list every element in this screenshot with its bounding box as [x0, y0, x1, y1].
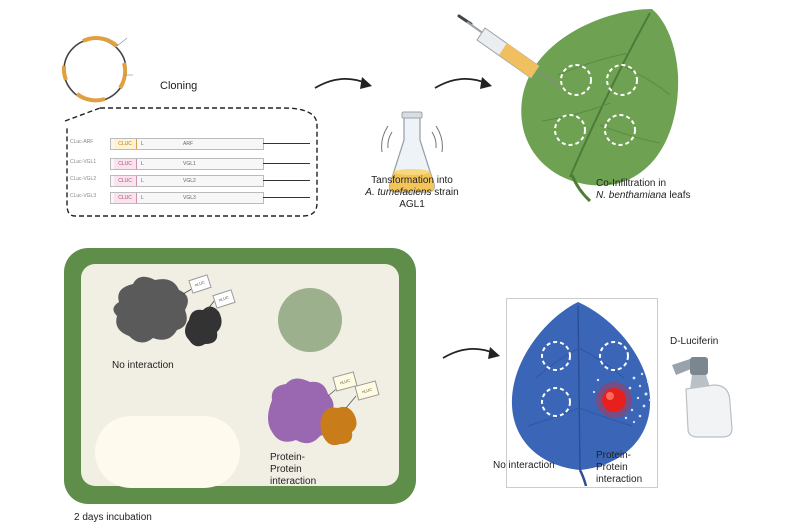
transformation-line1: Tansformation into — [371, 175, 453, 186]
gene-label: ARF — [183, 141, 193, 147]
green-disc — [278, 288, 342, 352]
gene-label: VGL3 — [183, 195, 196, 201]
construct-line — [263, 163, 310, 164]
construct-row: CLuc-VGL3 CLUC L VGL3 — [70, 192, 310, 204]
construct-line — [263, 143, 310, 144]
transformation-line2: A. tumefaciens strain AGL1 — [352, 187, 472, 211]
construct-row-label: CLuc-VGL3 — [70, 193, 97, 199]
linker-label: L — [141, 195, 144, 201]
arrow-icon — [314, 77, 372, 89]
cloning-label: Cloning — [160, 80, 198, 92]
result-interaction-line2: Protein — [596, 462, 628, 473]
construct-bar: CLUC L VGL1 — [110, 158, 264, 170]
construct-row: CLuc-VGL2 CLUC L VGL2 — [70, 175, 310, 187]
plasmid-diagram — [61, 36, 133, 103]
construct-line — [263, 197, 310, 198]
protein-interaction-line2: Protein — [270, 464, 302, 475]
construct-bar: CLUC L VGL2 — [110, 175, 264, 187]
result-interaction-line3: interaction — [596, 474, 643, 485]
protein-interaction-line3: interaction — [270, 476, 317, 487]
white-blob — [95, 416, 240, 488]
co-infiltration-label: Co-Infiltration in N. benthamiana leafs — [596, 178, 736, 202]
linker-label: L — [141, 161, 144, 167]
linker-label: L — [141, 141, 144, 147]
blue-leaf — [511, 302, 652, 486]
co-infiltration-line2: N. benthamiana leafs — [596, 190, 736, 202]
gene-label: VGL2 — [183, 178, 196, 184]
arrow-icon — [442, 347, 500, 359]
construct-row: CLuc-ARF CLUC L ARF — [70, 138, 310, 150]
construct-row: CLuc-VGL1 CLUC L VGL1 — [70, 158, 310, 170]
construct-row-label: CLuc-VGL2 — [70, 176, 97, 182]
construct-row-label: CLuc-ARF — [70, 139, 94, 145]
result-interaction-line1: Protein- — [596, 450, 632, 461]
construct-row-label: CLuc-VGL1 — [70, 159, 97, 165]
syringe-icon — [457, 14, 560, 87]
species-n-benthamiana: N. benthamiana — [596, 190, 667, 201]
leafs-suffix: leafs — [669, 190, 691, 201]
result-protein-interaction-label: Protein- Protein interaction — [596, 450, 642, 486]
cluc-tag: CLUC — [114, 193, 137, 203]
cluc-tag: CLUC — [114, 159, 137, 169]
green-leaf — [521, 9, 679, 203]
no-interaction-proteins — [113, 276, 222, 347]
construct-callout-box — [64, 107, 318, 217]
flask-icon — [381, 111, 443, 193]
construct-line — [263, 180, 310, 181]
result-no-interaction-label: No interaction — [493, 460, 555, 471]
transformation-label: Tansformation into A. tumefaciens strain… — [352, 175, 472, 211]
cluc-tag: CLUC — [114, 176, 137, 186]
linker-label: L — [141, 178, 144, 184]
interaction-proteins — [268, 378, 357, 446]
co-infiltration-line1: Co-Infiltration in — [596, 178, 667, 189]
incubation-caption: 2 days incubation — [74, 512, 152, 523]
arrow-icon — [434, 77, 492, 89]
species-a-tumefaciens: A. tumefaciens — [365, 187, 432, 198]
strain-label: strain AGL1 — [399, 187, 459, 210]
cluc-tag: CLUC — [114, 139, 137, 149]
no-interaction-label: No interaction — [112, 360, 174, 371]
protein-interaction-label: Protein- Protein interaction — [270, 452, 316, 488]
construct-bar: CLUC L VGL3 — [110, 192, 264, 204]
spray-bottle-icon — [672, 357, 733, 438]
protein-interaction-line1: Protein- — [270, 452, 306, 463]
gene-label: VGL1 — [183, 161, 196, 167]
construct-bar: CLUC L ARF — [110, 138, 264, 150]
d-luciferin-label: D-Luciferin — [670, 336, 719, 347]
